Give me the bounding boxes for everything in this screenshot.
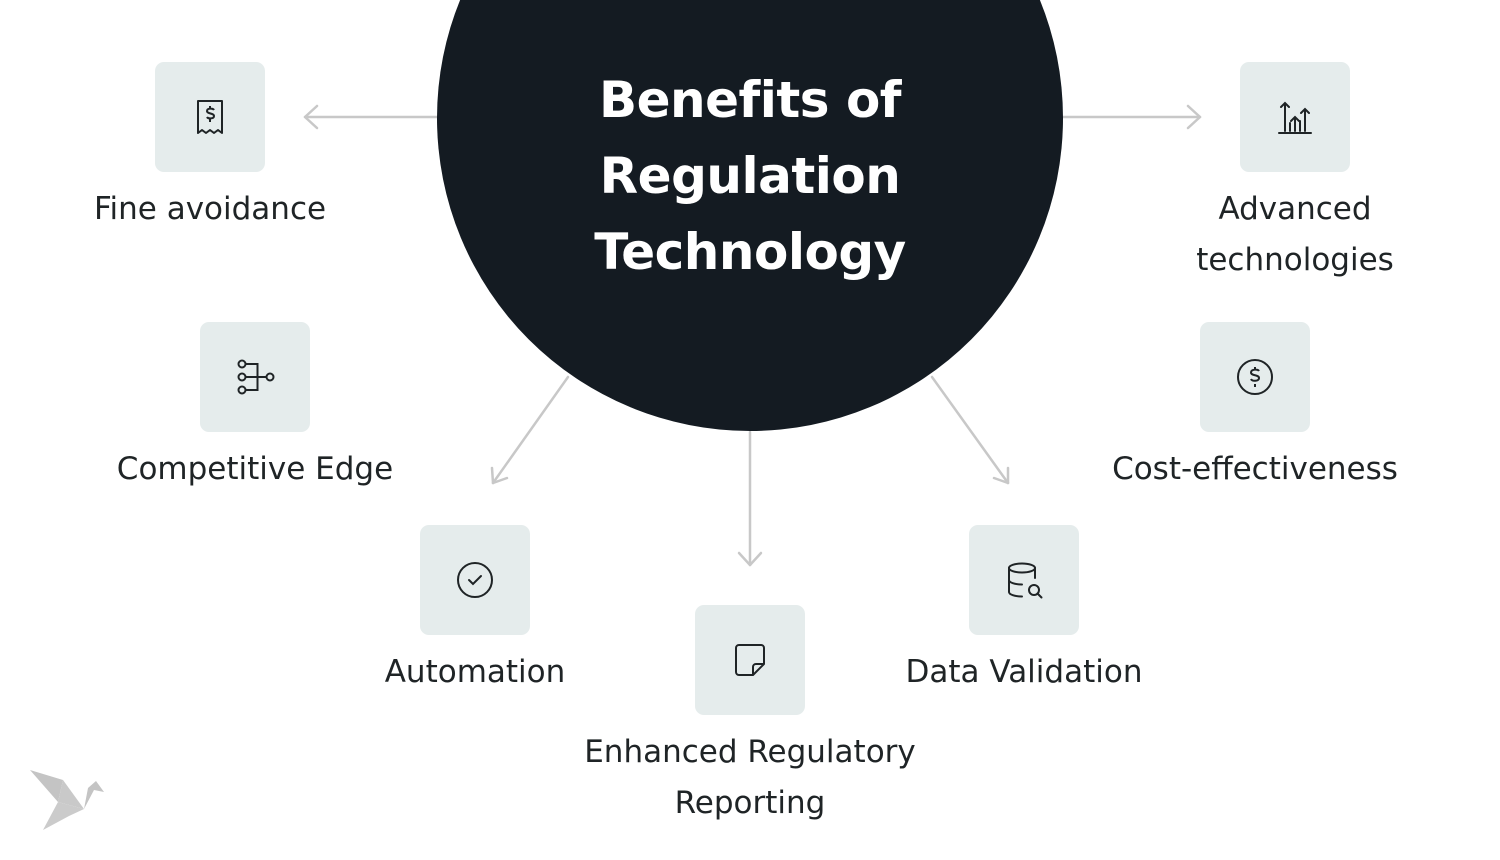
label-automation: Automation xyxy=(384,654,566,690)
arrow-automation xyxy=(490,375,570,485)
title-line: Benefits of xyxy=(598,71,902,129)
label-line: Enhanced Regulatory xyxy=(584,734,916,770)
label-line: Advanced xyxy=(1218,191,1372,227)
check-circle-icon xyxy=(420,525,530,635)
label-fine-avoidance: Fine avoidance xyxy=(93,191,327,227)
dollar-circle-icon xyxy=(1200,322,1310,432)
label-line: Reporting xyxy=(674,785,826,821)
receipt-dollar-icon xyxy=(155,62,265,172)
label-line: technologies xyxy=(1196,242,1394,278)
label-competitive-edge: Competitive Edge xyxy=(116,451,394,487)
label-data-validation: Data Validation xyxy=(905,654,1143,690)
arrow-advanced-technologies xyxy=(1061,104,1202,130)
flow-nodes-icon xyxy=(200,322,310,432)
sticky-note-icon xyxy=(695,605,805,715)
arrow-data-validation xyxy=(930,375,1010,485)
label-advanced-technologies: Advanced technologies xyxy=(1095,184,1495,286)
bird-logo xyxy=(30,770,104,830)
database-search-icon xyxy=(969,525,1079,635)
label-cost-effectiveness: Cost-effectiveness xyxy=(1112,451,1398,487)
title-line: Regulation xyxy=(599,147,901,205)
title-line: Technology xyxy=(594,223,906,281)
bar-chart-arrows-icon xyxy=(1240,62,1350,172)
arrow-enhanced-reporting xyxy=(737,430,763,567)
diagram-title: Benefits of Regulation Technology xyxy=(500,62,1000,290)
arrow-fine-avoidance xyxy=(303,104,439,130)
